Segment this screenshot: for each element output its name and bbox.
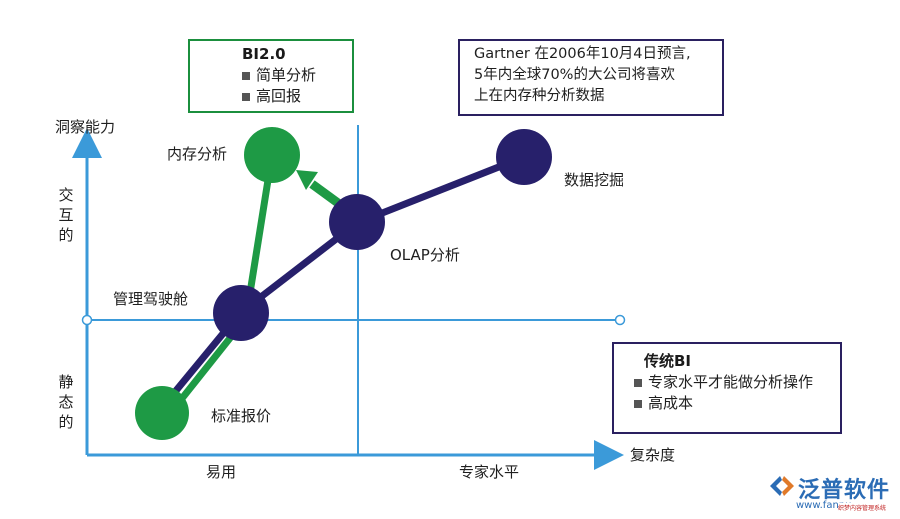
node-olap-circle [329, 194, 385, 250]
traditional-bi-item: 高成本 [634, 393, 840, 414]
node-cockpit-circle [213, 285, 269, 341]
gartner-line: Gartner 在2006年10月4日预言, [474, 46, 691, 62]
node-label-olap: OLAP分析 [390, 246, 460, 264]
bi2-item-label: 高回报 [256, 87, 302, 105]
bi2-title: BI2.0 [242, 45, 286, 63]
brand-name: 泛普软件 [798, 478, 891, 503]
x-label-easy: 易用 [206, 463, 237, 481]
y-label-interactive: 交互的 [58, 186, 74, 244]
x-axis-title: 复杂度 [630, 446, 676, 464]
x-label-expert: 专家水平 [459, 463, 520, 481]
node-label-cockpit: 管理驾驶舱 [113, 290, 189, 308]
navy-path-segment-3 [355, 153, 526, 227]
gartner-line: 5年内全球70%的大公司将喜欢 [474, 67, 675, 83]
shift-arrow-head [296, 170, 318, 190]
node-report-circle [135, 386, 189, 440]
node-label-inmemory: 内存分析 [167, 145, 228, 163]
gartner-box: Gartner 在2006年10月4日预言, 5年内全球70%的大公司将喜欢 上… [458, 39, 724, 116]
y-axis-title: 洞察能力 [55, 118, 116, 136]
node-mining-circle [496, 129, 552, 185]
brand-sub-text: 织梦内容管理系统 [838, 503, 887, 512]
traditional-bi-item: 专家水平才能做分析操作 [634, 372, 840, 393]
traditional-bi-box: 传统BI 专家水平才能做分析操作 高成本 [612, 342, 842, 434]
bullet-square-icon [242, 92, 250, 101]
bullet-square-icon [242, 71, 250, 80]
bi2-item: 高回报 [242, 86, 352, 107]
bullet-square-icon [634, 399, 642, 408]
gartner-line: 上在内存种分析数据 [474, 88, 605, 104]
bi2-item-label: 简单分析 [256, 66, 317, 84]
bi2-item: 简单分析 [242, 65, 352, 86]
mid-line-right-end [614, 314, 626, 326]
bi2-box: BI2.0 简单分析 高回报 [188, 39, 354, 113]
node-inmemory-circle [244, 127, 300, 183]
brand-url[interactable]: www.fanpu [796, 500, 852, 511]
brand-logo-icon [770, 476, 794, 496]
node-label-report: 标准报价 [211, 407, 272, 425]
traditional-bi-title: 传统BI [644, 352, 692, 370]
mid-line-left-end [81, 314, 93, 326]
node-label-mining: 数据挖掘 [564, 171, 625, 189]
bullet-square-icon [634, 378, 642, 387]
traditional-bi-item-label: 高成本 [648, 394, 694, 412]
y-label-static: 静态的 [58, 373, 74, 431]
shift-arrow-shaft [309, 180, 341, 207]
traditional-bi-item-label: 专家水平才能做分析操作 [648, 373, 814, 391]
